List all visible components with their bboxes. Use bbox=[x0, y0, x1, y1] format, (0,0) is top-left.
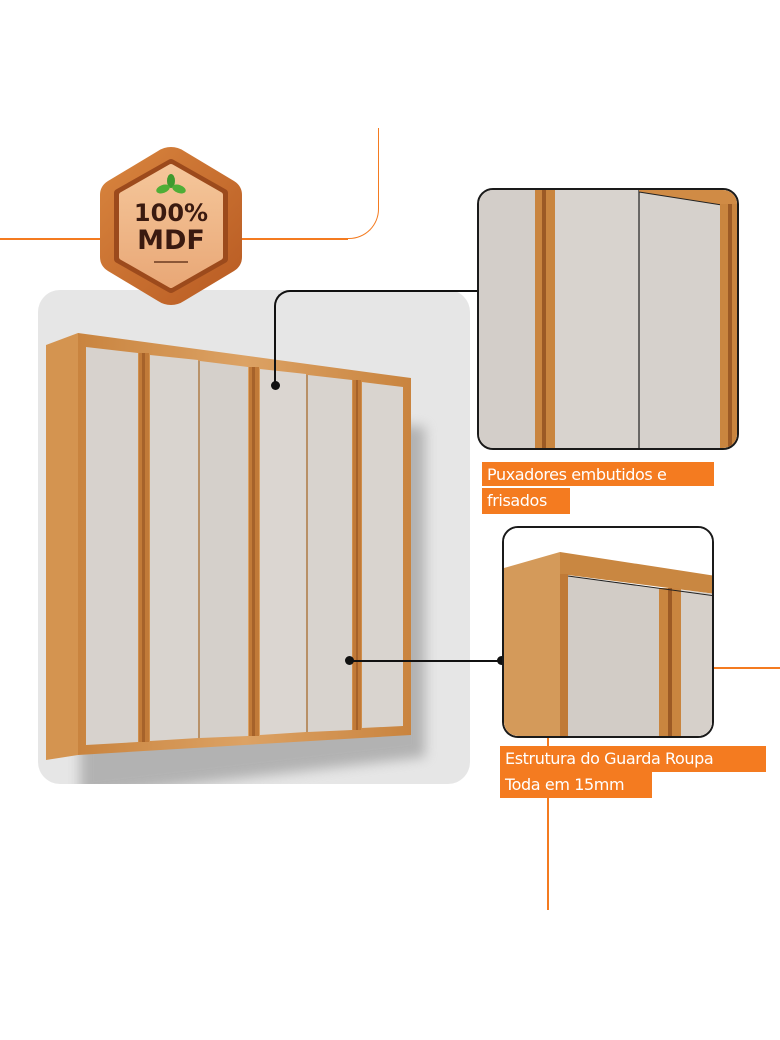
badge-line2: MDF bbox=[137, 225, 205, 256]
callout-label-2-line1: Estrutura do Guarda Roupa bbox=[505, 749, 714, 768]
decor-curve-top bbox=[318, 128, 379, 239]
badge-line1: 100% bbox=[133, 199, 209, 227]
callout-label-structure: Estrutura do Guarda Roupa bbox=[500, 746, 766, 772]
callout-label-1-line2: frisados bbox=[487, 491, 547, 510]
product-image-panel bbox=[38, 290, 470, 797]
decor-line-bottom-vertical-lower bbox=[547, 797, 549, 910]
callout-label-structure-line2: Toda em 15mm bbox=[500, 772, 652, 798]
detail-image-structure bbox=[502, 526, 714, 738]
decor-line-top-horizontal-right bbox=[238, 238, 348, 240]
detail-image-handles bbox=[477, 188, 739, 450]
connector-line-1 bbox=[274, 290, 542, 387]
decor-line-right-horizontal bbox=[713, 667, 780, 669]
decor-line-bottom-vertical bbox=[547, 736, 549, 746]
wardrobe-illustration bbox=[46, 333, 425, 797]
connector-dot-2a bbox=[345, 656, 354, 665]
callout-label-1-line1: Puxadores embutidos e bbox=[487, 465, 667, 484]
connector-dot-1a bbox=[271, 381, 280, 390]
callout-label-2-line2: Toda em 15mm bbox=[505, 775, 625, 794]
leaf-icon bbox=[156, 174, 186, 194]
decor-line-top-horizontal bbox=[0, 238, 110, 240]
connector-dot-2b bbox=[497, 656, 506, 665]
callout-label-handles: Puxadores embutidos e bbox=[482, 462, 714, 486]
hexagon-badge-icon bbox=[100, 147, 242, 305]
mdf-badge: 100% MDF bbox=[98, 145, 244, 307]
callout-label-handles-line2: frisados bbox=[482, 488, 570, 514]
connector-line-2 bbox=[350, 660, 502, 662]
